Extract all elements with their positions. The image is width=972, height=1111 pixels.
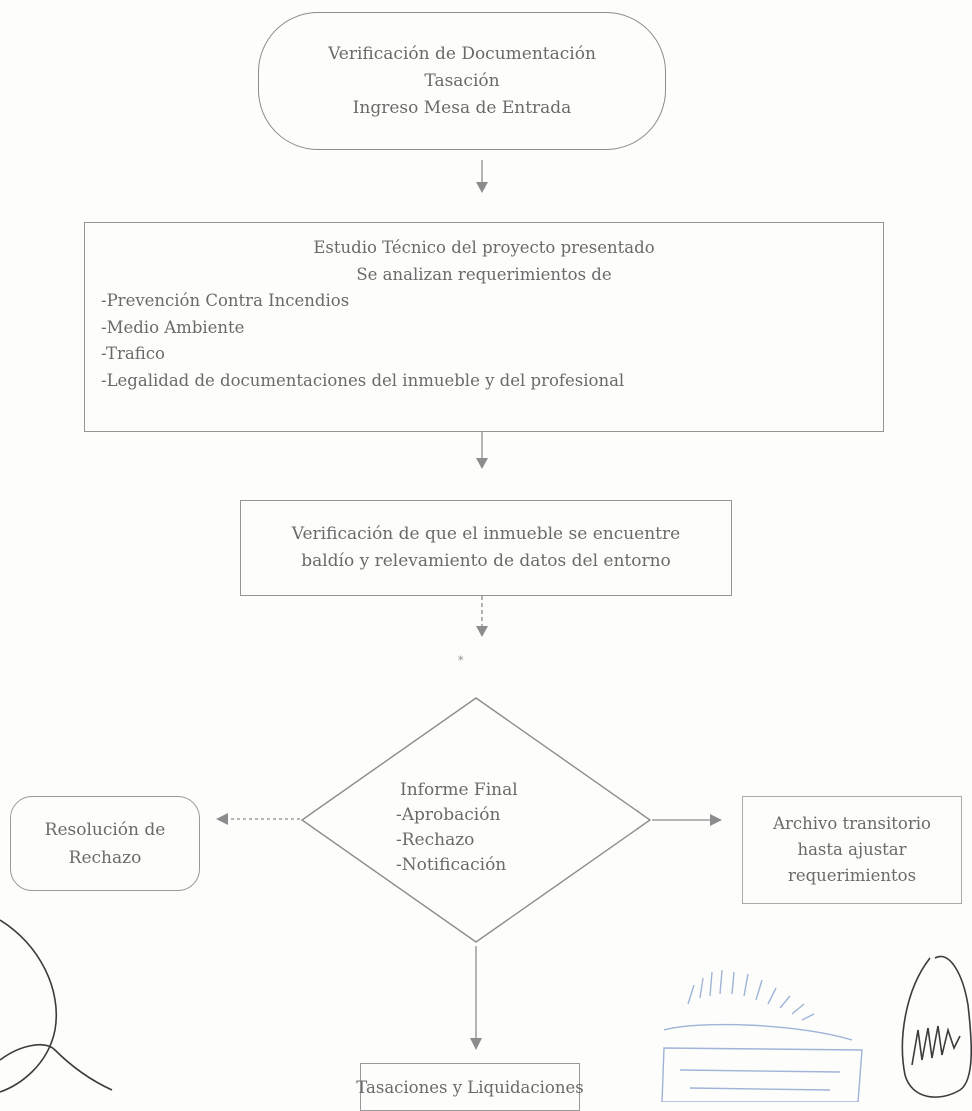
reject-line-2: Rechazo: [68, 847, 142, 868]
decision-diamond: [300, 697, 652, 943]
arrowhead-2: [476, 458, 488, 469]
arrowhead-left: [216, 813, 228, 825]
archive-line-2: hasta ajustar: [797, 840, 907, 859]
arrowhead-4: [470, 1038, 482, 1050]
arrowhead-3: [476, 626, 488, 637]
technical-study-box: Estudio Técnico del proyecto presentado …: [84, 222, 884, 432]
arrowhead-1: [476, 182, 488, 193]
decision-title: Informe Final: [400, 780, 518, 800]
study-heading-2: Se analizan requerimientos de: [356, 264, 612, 284]
signature-right: [901, 955, 972, 1098]
study-item-traffic: -Trafico: [101, 344, 165, 363]
decision-text: Informe Final -Aprobación -Rechazo -Noti…: [378, 778, 578, 878]
signature-left: [0, 919, 113, 1093]
reject-line-1: Resolución de: [44, 819, 166, 840]
final-step-box: Tasaciones y Liquidaciones: [356, 1063, 584, 1111]
official-stamp: [661, 969, 863, 1102]
start-line-1: Verificación de Documentación: [328, 43, 596, 64]
verification-line-1: Verificación de que el inmueble se encue…: [291, 524, 681, 544]
reject-terminal: Resolución de Rechazo: [10, 796, 200, 891]
start-line-2: Tasación: [424, 70, 500, 91]
start-terminal: Verificación de Documentación Tasación I…: [258, 12, 666, 150]
start-line-3: Ingreso Mesa de Entrada: [352, 97, 572, 118]
decision-item-approval: -Aprobación: [396, 805, 501, 825]
study-heading-1: Estudio Técnico del proyecto presentado: [313, 238, 655, 257]
study-item-legality: -Legalidad de documentaciones del inmueb…: [101, 370, 625, 390]
archive-box: Archivo transitorio hasta ajustar requer…: [742, 796, 962, 904]
final-step-label: Tasaciones y Liquidaciones: [356, 1077, 584, 1097]
study-item-fire: -Prevención Contra Incendios: [101, 291, 350, 310]
decision-item-rejection: -Rechazo: [396, 830, 475, 850]
asterisk-mark: *: [458, 654, 464, 667]
verification-line-2: baldío y relevamiento de datos del entor…: [301, 551, 671, 571]
arrowhead-right: [710, 814, 722, 826]
decision-item-notification: -Notificación: [396, 855, 507, 875]
verification-box: Verificación de que el inmueble se encue…: [240, 500, 732, 596]
study-item-environment: -Medio Ambiente: [101, 317, 245, 337]
archive-line-1: Archivo transitorio: [773, 814, 931, 833]
archive-line-3: requerimientos: [787, 866, 917, 885]
